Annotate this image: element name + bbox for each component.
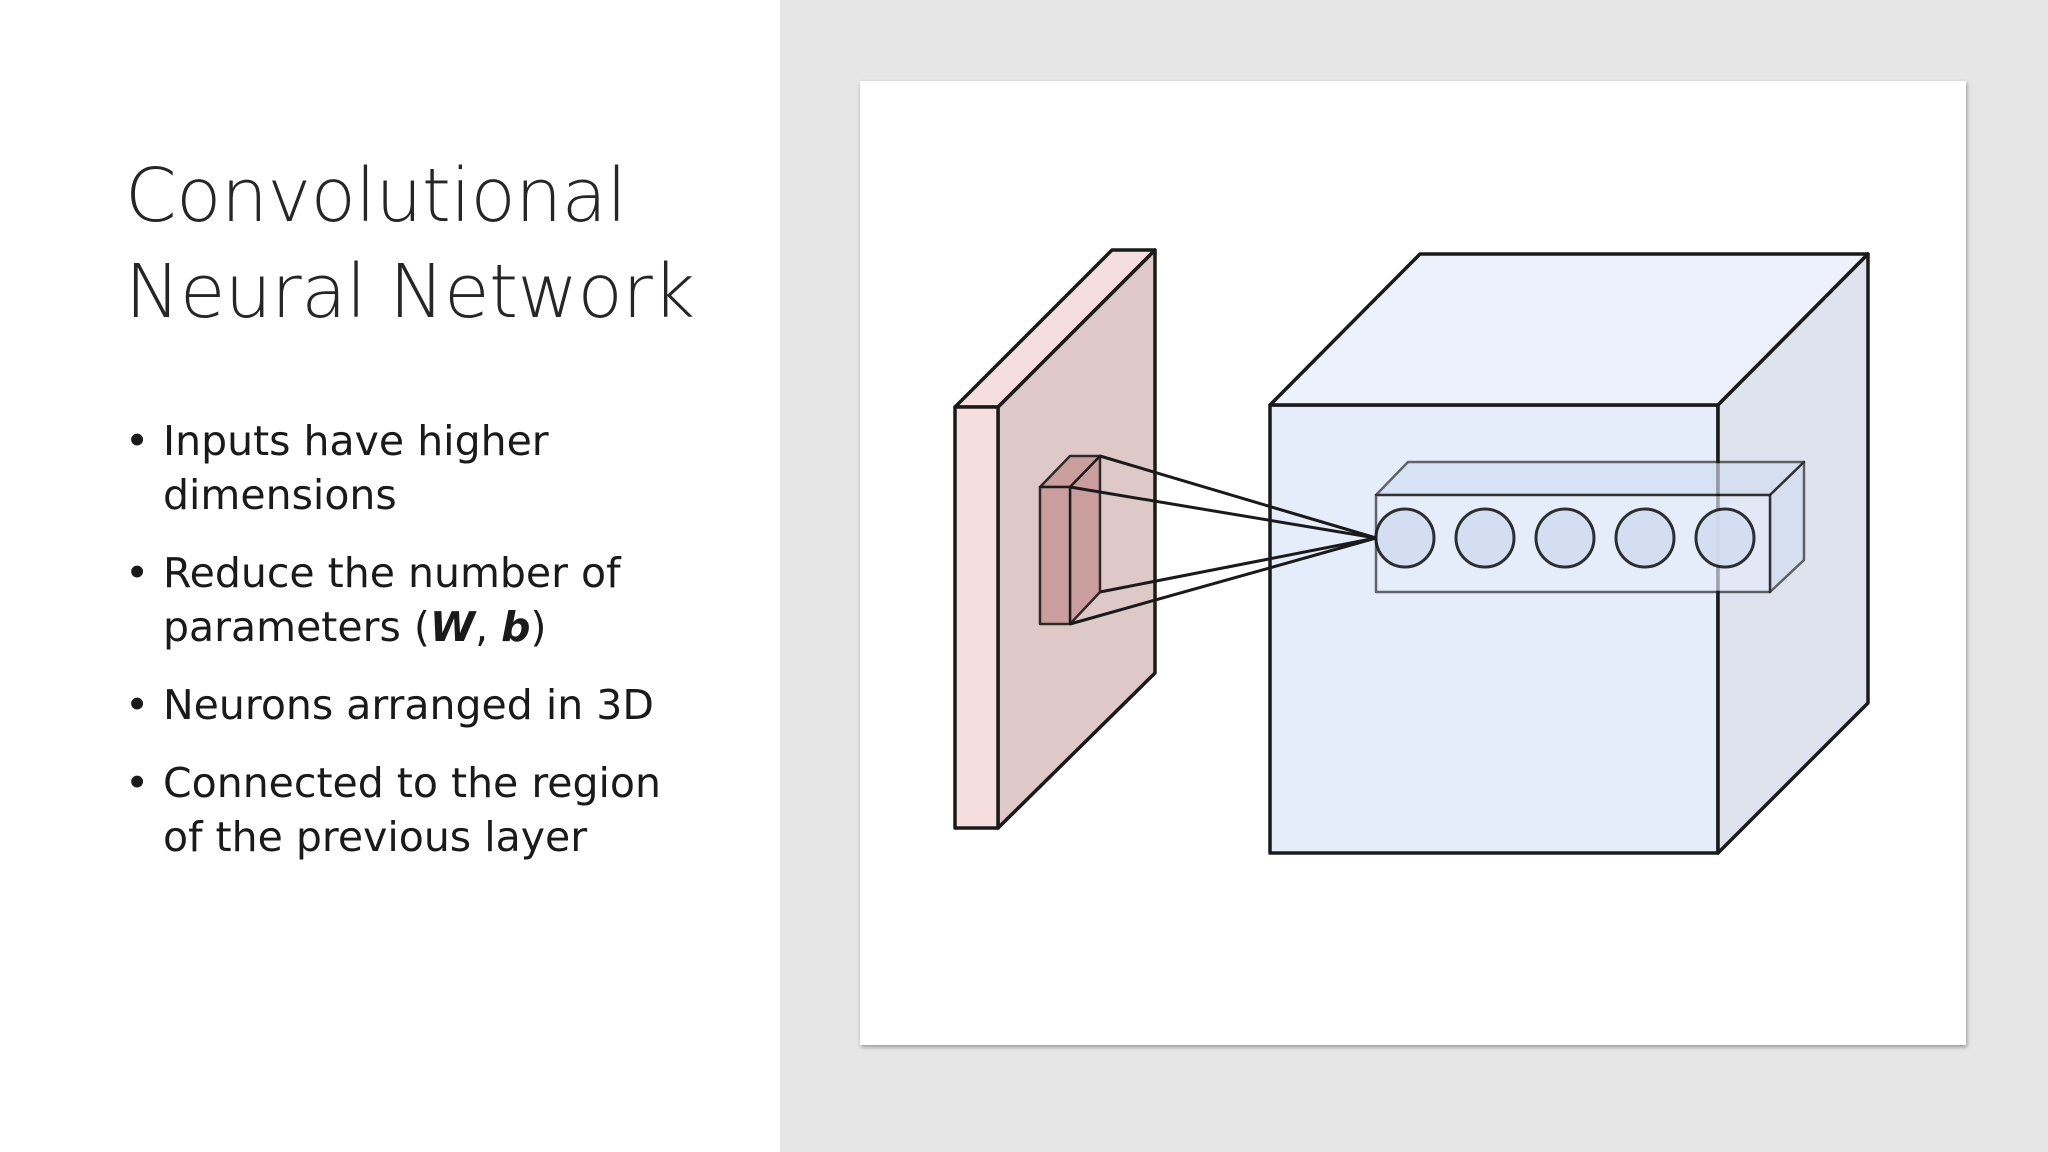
bullet-text: Connected to the region <box>163 759 661 807</box>
bullet-item: • Connected to the region of the previou… <box>125 756 745 864</box>
bullet-text: dimensions <box>163 471 397 519</box>
bias-symbol: b <box>501 603 531 651</box>
bullet-text: Inputs have higher <box>163 417 549 465</box>
connection-line <box>1099 536 1377 594</box>
slide-title-line1: Convolutional <box>125 153 627 239</box>
bullet-dot: • <box>125 759 150 807</box>
bullet-dot: • <box>125 549 150 597</box>
slide-title: Convolutional Neural Network <box>125 148 745 340</box>
neuron <box>1614 507 1676 569</box>
connection-line <box>1069 485 1377 540</box>
bullet-text: of the previous layer <box>163 813 588 861</box>
connection-line <box>1099 454 1377 540</box>
params-prefix: parameters ( <box>163 603 430 651</box>
neuron <box>1534 507 1596 569</box>
cnn-diagram <box>953 248 1870 855</box>
slide-title-line2: Neural Network <box>125 249 695 335</box>
params-suffix: ) <box>530 603 547 651</box>
receptive-field-front <box>1038 485 1072 626</box>
bullet-text: Neurons arranged in 3D <box>163 681 654 729</box>
bullet-item: • Inputs have higher dimensions <box>125 414 745 522</box>
text-pane <box>0 0 780 1152</box>
neuron <box>1374 507 1436 569</box>
bullet-item: • Reduce the number of parameters (W, b) <box>125 546 745 654</box>
neuron <box>1454 507 1516 569</box>
connection-line <box>1069 536 1377 626</box>
bullet-list: • Inputs have higher dimensions • Reduce… <box>125 414 745 888</box>
input-layer-front <box>953 405 1000 830</box>
neuron <box>1694 507 1756 569</box>
neuron-column-top <box>1374 460 1806 497</box>
cnn-diagram-card <box>860 81 1966 1045</box>
weights-symbol: W <box>429 603 476 651</box>
bullet-text-params: parameters (W, b) <box>163 600 745 654</box>
receptive-field <box>1038 454 1102 626</box>
params-separator: , <box>475 603 502 651</box>
neurons <box>1374 507 1756 569</box>
bullet-dot: • <box>125 417 150 465</box>
bullet-item: • Neurons arranged in 3D <box>125 678 745 732</box>
bullet-dot: • <box>125 681 150 729</box>
connections <box>1069 454 1377 626</box>
bullet-text: Reduce the number of <box>163 549 621 597</box>
